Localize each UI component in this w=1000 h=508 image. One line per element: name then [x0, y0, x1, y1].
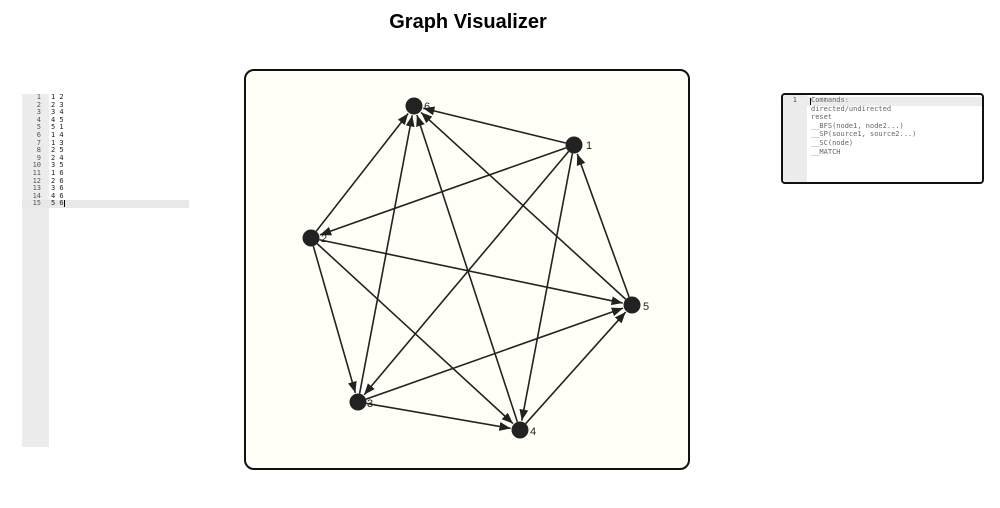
line-number: 8 — [36, 146, 41, 155]
edge-list-line[interactable]: 11 1 6 — [22, 169, 189, 178]
edge-list-line[interactable]: 15 5 6 — [22, 200, 189, 208]
command-line: __SC(node) — [783, 139, 982, 149]
edge-list-line[interactable]: 2 2 3 — [22, 100, 189, 110]
command-line: 1 Commands: — [783, 96, 982, 106]
edge-list-line[interactable]: 9 2 4 — [22, 153, 189, 163]
command-line: directed/undirected — [783, 104, 982, 115]
line-number: 13 — [32, 184, 41, 193]
edge-1-3 — [363, 150, 570, 396]
command-line: __MATCH — [783, 147, 982, 158]
node-label-3: 3 — [367, 398, 373, 410]
graph-node-2[interactable] — [302, 229, 320, 247]
graph-canvas[interactable]: 1 2 3 4 5 6 — [244, 69, 690, 470]
edge-list-line[interactable]: 4 4 5 — [22, 115, 189, 125]
graph-svg[interactable]: 1 2 3 4 5 6 — [244, 69, 690, 470]
line-number: 3 — [36, 108, 41, 117]
edge-text: 2 4 — [51, 153, 64, 162]
edge-text: 5 6 — [51, 199, 64, 208]
edge-1-2 — [319, 147, 567, 236]
edge-text: 3 4 — [51, 108, 64, 117]
edge-4-6 — [416, 114, 519, 423]
command-line: reset — [783, 113, 982, 123]
line-number: 12 — [32, 176, 41, 185]
edge-5-1 — [576, 153, 630, 298]
command-line: __BFS(node1, node2...) — [783, 121, 982, 132]
edge-2-3 — [312, 245, 357, 394]
edge-text: 1 6 — [51, 169, 64, 177]
graph-node-1[interactable] — [565, 136, 583, 154]
edge-text: 2 6 — [51, 176, 64, 185]
line-number: 1 — [792, 96, 797, 104]
edge-4-5 — [525, 311, 627, 425]
edge-list-editor[interactable]: 1 1 2 2 2 3 3 3 4 4 4 5 5 5 1 6 1 4 7 1 3 8 2 5 9 2 4 10 3 … — [22, 93, 189, 447]
command-line: __SP(source1, source2...) — [783, 130, 982, 140]
nodes-layer: 1 2 3 4 5 6 — [302, 97, 649, 439]
text-cursor — [64, 200, 65, 208]
edge-list-line[interactable]: 12 2 6 — [22, 176, 189, 186]
edge-text: 3 5 — [51, 161, 64, 170]
edge-list-line[interactable]: 14 4 6 — [22, 191, 189, 201]
page-title: Graph Visualizer — [389, 11, 547, 33]
edge-text: 2 3 — [51, 100, 64, 109]
graph-node-3[interactable] — [349, 393, 367, 411]
edge-5-6 — [420, 111, 627, 300]
edge-text: 1 3 — [51, 138, 64, 147]
edge-list-line[interactable]: 13 3 6 — [22, 185, 189, 193]
graph-node-6[interactable] — [405, 97, 423, 115]
edge-3-6 — [358, 115, 415, 394]
node-label-1: 1 — [586, 140, 592, 152]
node-label-5: 5 — [643, 301, 649, 313]
command-text: directed/undirected — [811, 104, 892, 113]
edge-list-line[interactable]: 8 2 5 — [22, 147, 189, 155]
edge-list-line[interactable]: 1 1 2 — [22, 93, 189, 102]
graph-node-5[interactable] — [623, 296, 641, 314]
graph-node-4[interactable] — [511, 421, 529, 439]
command-text: __BFS(node1, node2...) — [811, 121, 904, 130]
line-number: 11 — [32, 169, 41, 177]
command-text: __SP(source1, source2...) — [811, 130, 917, 139]
edge-list-line[interactable]: 10 3 5 — [22, 162, 189, 170]
edge-2-4 — [316, 243, 514, 425]
edge-list-line[interactable]: 3 3 4 — [22, 109, 189, 117]
edge-1-6 — [423, 106, 566, 144]
edge-2-6 — [315, 112, 409, 232]
edge-text: 4 6 — [51, 191, 64, 200]
command-text: reset — [811, 113, 833, 122]
edge-text: 1 4 — [51, 131, 64, 139]
edge-text: 4 5 — [51, 115, 64, 124]
node-label-2: 2 — [321, 233, 327, 245]
line-number: 4 — [36, 115, 41, 124]
edge-text: 1 2 — [51, 93, 64, 101]
command-text: __SC(node) — [811, 139, 854, 147]
edge-3-4 — [366, 402, 511, 431]
edge-2-5 — [319, 238, 623, 306]
line-number: 10 — [32, 161, 41, 170]
line-number: 2 — [36, 100, 41, 109]
command-text: __MATCH — [811, 147, 841, 156]
edge-text: 2 5 — [51, 146, 64, 155]
line-number: 7 — [36, 138, 41, 147]
node-label-4: 4 — [530, 426, 536, 438]
edge-list-line[interactable]: 7 1 3 — [22, 138, 189, 148]
line-number-gutter — [22, 94, 49, 447]
edges-layer — [312, 106, 630, 431]
line-number: 6 — [36, 131, 41, 139]
line-number: 5 — [36, 123, 41, 132]
text-cursor — [810, 98, 811, 105]
edge-list-line[interactable]: 6 1 4 — [22, 131, 189, 140]
line-number: 14 — [32, 191, 41, 200]
command-text: Commands: — [811, 96, 849, 104]
edge-list-line[interactable]: 5 5 1 — [22, 124, 189, 132]
edge-text: 5 1 — [51, 123, 64, 132]
line-number: 15 — [32, 199, 41, 208]
command-line-gutter — [783, 95, 807, 182]
edge-text: 3 6 — [51, 184, 64, 193]
line-number: 9 — [36, 153, 41, 162]
node-label-6: 6 — [424, 101, 430, 113]
line-number: 1 — [36, 93, 41, 101]
